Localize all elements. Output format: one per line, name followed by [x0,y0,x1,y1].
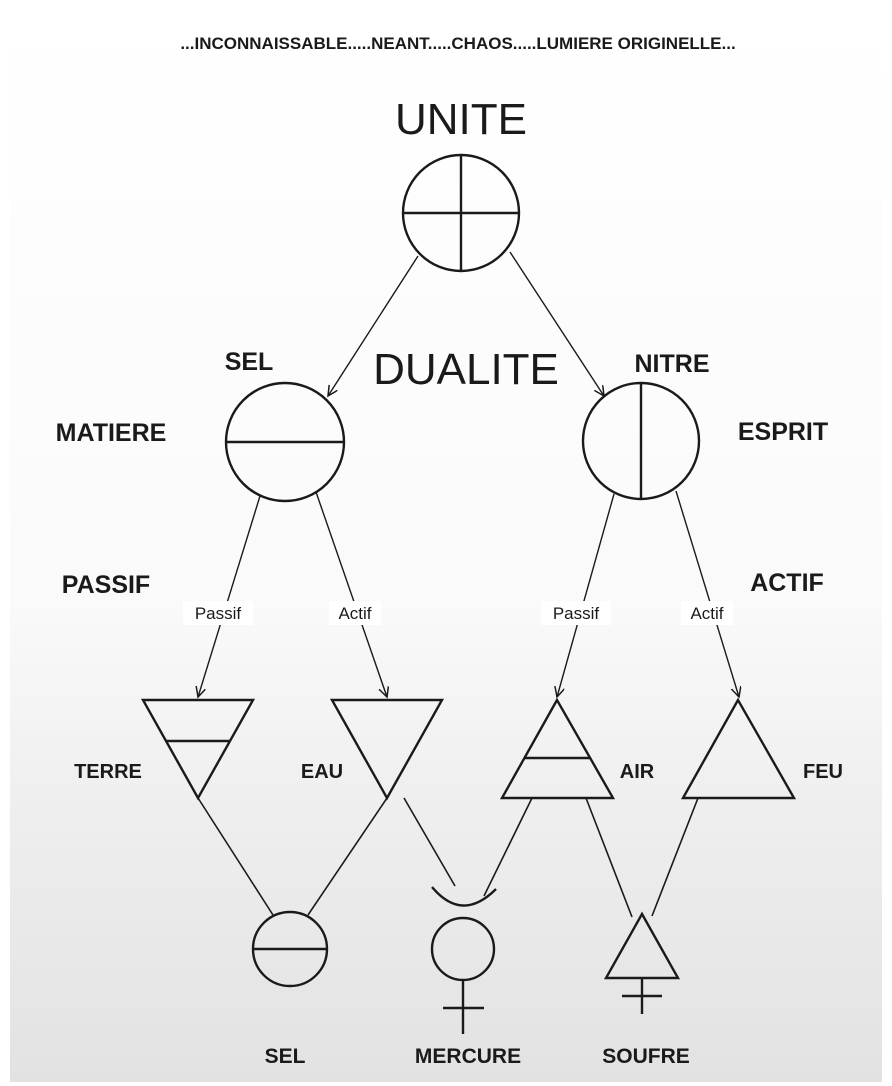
triangle-down-icon [329,698,445,801]
product-salt-label: SEL [265,1045,306,1068]
unity-title: UNITE [395,95,527,144]
edge-label-active-left: Actif [338,604,371,623]
arrow-niter-to-air [557,493,615,697]
left-principle-quality: MATIERE [56,419,167,447]
element-water-label: EAU [301,761,343,783]
left-principle-mode: PASSIF [62,571,150,599]
arrow-unity-to-niter [509,251,604,396]
arrow-unity-to-salt [328,255,419,396]
header-text: ...INCONNAISSABLE.....NEANT.....CHAOS...… [180,34,735,53]
arrow-salt-to-earth [198,495,261,697]
arrow-salt-to-water [315,491,387,697]
circle-quartered-icon [401,153,521,273]
sulfur-icon [603,911,681,1014]
edge-label-active-right: Actif [690,604,723,623]
edge-label-passive-left: Passif [195,604,242,623]
product-sulfur-label: SOUFRE [602,1045,690,1068]
triangle-up-icon [680,697,797,800]
right-principle-quality: ESPRIT [738,418,828,446]
line-water-to-mercury [403,797,456,887]
line-air-to-mercury [483,797,533,897]
triangle-up-barred-icon [499,697,616,800]
triangle-down-barred-icon [140,698,256,801]
right-principle-mode: ACTIF [750,569,824,597]
element-air-label: AIR [620,761,655,783]
edge-label-passive-right: Passif [553,604,600,623]
line-water-to-salt [307,797,388,916]
product-mercury-label: MERCURE [415,1045,521,1068]
right-principle-name: NITRE [635,350,710,378]
salt-symbol-icon [251,910,329,988]
line-air-to-sulfur [585,797,633,918]
circle-vertical-bar-icon [581,381,701,501]
mercury-icon [430,886,497,1034]
diagram-canvas [10,10,882,1082]
element-fire-label: FEU [803,761,843,783]
left-principle-name: SEL [225,348,274,376]
line-earth-to-salt [197,797,274,916]
line-fire-to-sulfur [651,797,699,917]
element-earth-label: TERRE [74,761,142,783]
duality-title: DUALITE [373,345,559,394]
circle-horizontal-bar-icon [224,381,346,503]
arrow-niter-to-fire [675,490,739,697]
